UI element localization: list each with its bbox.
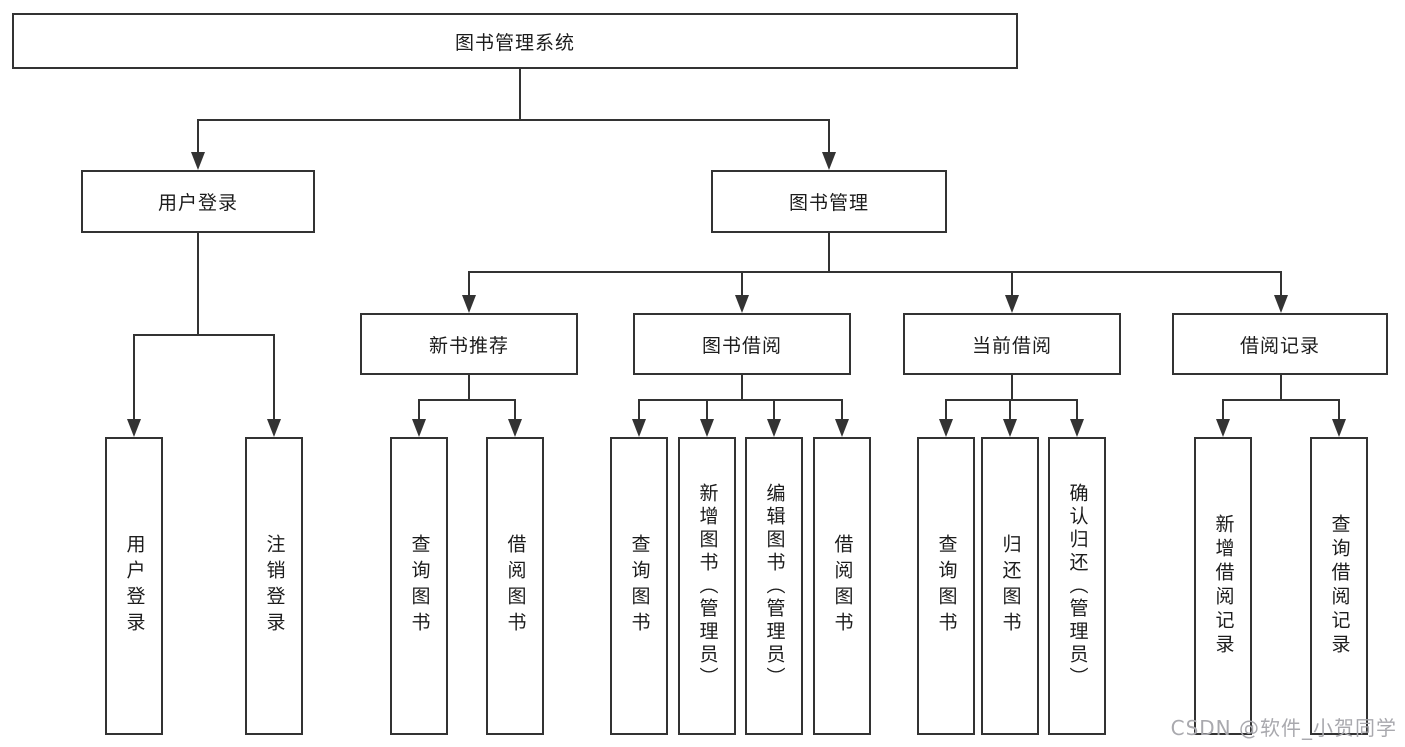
leaf-query-books-2-label: 查询图书 xyxy=(628,534,651,638)
leaf-user-login-label: 用户登录 xyxy=(123,534,146,638)
node-new-book-recommend: 新书推荐 xyxy=(360,313,578,375)
edge-records-to-leaves xyxy=(1222,375,1340,423)
leaf-borrow-books-2: 借阅图书 xyxy=(813,437,871,735)
node-borrowing-records: 借阅记录 xyxy=(1172,313,1388,375)
leaf-query-books-1: 查询图书 xyxy=(390,437,448,735)
leaf-borrow-books-2-label: 借阅图书 xyxy=(831,534,854,638)
leaf-borrow-books-1: 借阅图书 xyxy=(486,437,544,735)
node-root-label: 图书管理系统 xyxy=(454,31,575,54)
node-root: 图书管理系统 xyxy=(12,13,1018,69)
arrowheads xyxy=(127,152,1346,437)
csdn-watermark: CSDN @软件_小贺同学 xyxy=(1170,716,1397,740)
node-current-borrowing-label: 当前借阅 xyxy=(971,334,1052,357)
leaf-add-book-admin-label: 新增图书（管理员） xyxy=(696,482,719,690)
leaf-confirm-return-admin-label: 确认归还（管理员） xyxy=(1066,482,1089,690)
node-book-management: 图书管理 xyxy=(711,170,947,233)
leaf-query-books-3-label: 查询图书 xyxy=(935,534,958,638)
edge-bookmgmt-to-level3 xyxy=(468,233,1282,299)
leaf-edit-book-admin: 编辑图书（管理员） xyxy=(745,437,803,735)
node-user-login-group-label: 用户登录 xyxy=(157,192,238,214)
leaf-confirm-return-admin: 确认归还（管理员） xyxy=(1048,437,1106,735)
leaf-add-borrow-record-label: 新增借阅记录 xyxy=(1212,514,1235,658)
leaf-return-books-label: 归还图书 xyxy=(999,534,1022,638)
leaf-add-borrow-record: 新增借阅记录 xyxy=(1194,437,1252,735)
leaf-return-books: 归还图书 xyxy=(981,437,1039,735)
node-book-borrowing: 图书借阅 xyxy=(633,313,851,375)
node-book-management-label: 图书管理 xyxy=(788,192,869,214)
node-borrowing-records-label: 借阅记录 xyxy=(1239,334,1320,357)
node-new-book-recommend-label: 新书推荐 xyxy=(428,334,509,357)
edge-borrowing-to-leaves xyxy=(638,375,843,423)
leaf-query-books-3: 查询图书 xyxy=(917,437,975,735)
leaf-query-books-2: 查询图书 xyxy=(610,437,668,735)
node-user-login-group: 用户登录 xyxy=(81,170,315,233)
node-book-borrowing-label: 图书借阅 xyxy=(701,334,782,357)
leaf-user-login: 用户登录 xyxy=(105,437,163,735)
edge-root-to-level2 xyxy=(197,68,830,156)
node-current-borrowing: 当前借阅 xyxy=(903,313,1121,375)
edge-newbook-to-leaves xyxy=(418,375,516,423)
leaf-add-book-admin: 新增图书（管理员） xyxy=(678,437,736,735)
leaf-borrow-books-1-label: 借阅图书 xyxy=(504,534,527,638)
edge-current-to-leaves xyxy=(945,375,1078,423)
leaf-query-borrow-record: 查询借阅记录 xyxy=(1310,437,1368,735)
leaf-logout-label: 注销登录 xyxy=(263,534,286,638)
leaf-edit-book-admin-label: 编辑图书（管理员） xyxy=(763,482,786,690)
leaf-query-borrow-record-label: 查询借阅记录 xyxy=(1328,514,1351,658)
leaf-query-books-1-label: 查询图书 xyxy=(408,534,431,638)
edge-userlogin-to-leaves xyxy=(133,233,275,423)
leaf-logout: 注销登录 xyxy=(245,437,303,735)
